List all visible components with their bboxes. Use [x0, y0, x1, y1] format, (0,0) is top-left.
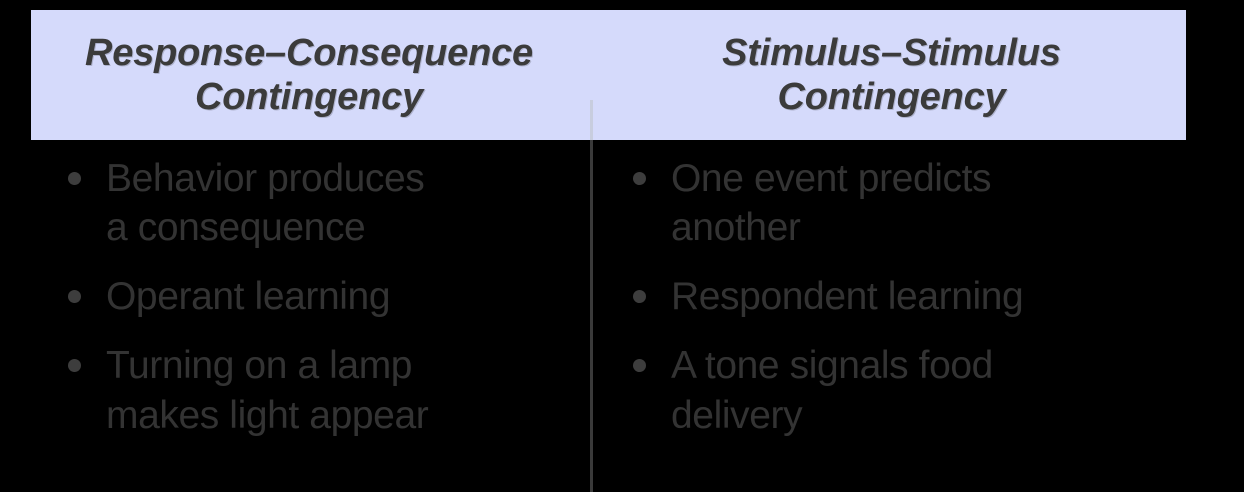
bullet-list-response-consequence: Behavior produces a consequence Operant …	[62, 154, 565, 440]
bullet-dot-icon	[68, 359, 81, 373]
list-item: Operant learning	[62, 272, 565, 321]
list-item: Turning on a lamp makes light appear	[62, 341, 565, 439]
columns-container: Behavior produces a consequence Operant …	[0, 140, 1244, 492]
list-item: Behavior produces a consequence	[62, 154, 565, 252]
list-item: Respondent learning	[627, 272, 1224, 321]
column-divider	[590, 100, 593, 492]
list-item-label: Turning on a lamp makes light appear	[106, 344, 429, 437]
list-item-label: Behavior produces a consequence	[106, 157, 425, 250]
column-divider-cap	[590, 100, 593, 140]
bullet-dot-icon	[633, 290, 646, 304]
header-band: Response–Consequence Contingency Stimulu…	[31, 10, 1186, 140]
list-item: One event predicts another	[627, 154, 1224, 252]
list-item-label: Operant learning	[106, 275, 391, 319]
header-cell-response-consequence: Response–Consequence Contingency	[31, 10, 591, 140]
list-item-label: Respondent learning	[671, 275, 1024, 319]
bullet-list-stimulus-stimulus: One event predicts another Respondent le…	[627, 154, 1224, 440]
header-cell-stimulus-stimulus: Stimulus–Stimulus Contingency	[591, 10, 1186, 140]
bullet-dot-icon	[633, 172, 646, 185]
column-body-stimulus-stimulus: One event predicts another Respondent le…	[591, 140, 1244, 492]
bullet-dot-icon	[633, 359, 646, 373]
column-title-response-consequence: Response–Consequence Contingency	[85, 31, 533, 118]
bullet-dot-icon	[68, 172, 81, 185]
column-body-response-consequence: Behavior produces a consequence Operant …	[0, 140, 591, 492]
bullet-dot-icon	[68, 290, 81, 304]
list-item-label: One event predicts another	[671, 157, 992, 250]
column-title-stimulus-stimulus: Stimulus–Stimulus Contingency	[722, 31, 1061, 118]
list-item: A tone signals food delivery	[627, 341, 1224, 439]
list-item-label: A tone signals food delivery	[671, 344, 993, 437]
